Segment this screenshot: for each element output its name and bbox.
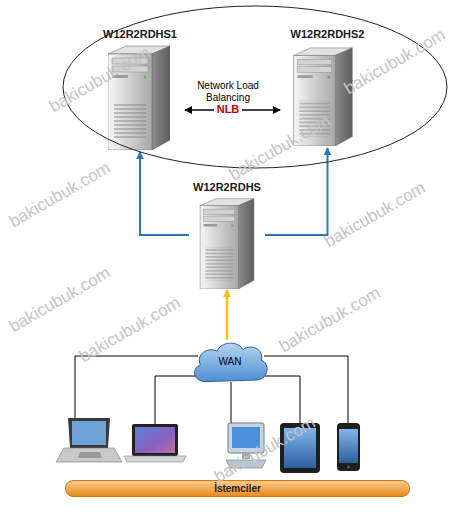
node-label: İstemciler bbox=[214, 483, 261, 495]
text-holder: W12R2RDHS1 bbox=[95, 28, 185, 41]
node-label: Network Load Balancing bbox=[188, 80, 268, 103]
server-icon bbox=[200, 199, 254, 289]
watermark: bakicubuk.com bbox=[226, 111, 334, 185]
text-holder: İstemciler bbox=[66, 481, 409, 496]
watermark: bakicubuk.com bbox=[211, 413, 319, 487]
node-label: W12R2RDHS2 bbox=[291, 28, 365, 41]
desktop-icon bbox=[226, 423, 266, 468]
wan-cloud: WAN bbox=[190, 340, 270, 384]
watermark: bakicubuk.com bbox=[6, 263, 114, 337]
cloud-outline bbox=[195, 343, 268, 381]
watermark: bakicubuk.com bbox=[46, 43, 154, 117]
server-box: W12R2RDHS1 bbox=[95, 26, 185, 152]
node-label: W12R2RDHS bbox=[193, 181, 261, 194]
text-holder: W12R2RDHS bbox=[189, 181, 265, 194]
connector bbox=[140, 152, 189, 235]
server-icon bbox=[294, 48, 352, 146]
clients-band: İstemciler bbox=[65, 480, 410, 497]
phone-icon bbox=[337, 423, 360, 471]
nlb-cluster: Network Load BalancingNLB W12R2RDHS1 W12R2… bbox=[62, 5, 448, 169]
text-holder: WAN bbox=[190, 340, 270, 384]
acronym-label: NLB bbox=[214, 103, 243, 116]
watermark: bakicubuk.com bbox=[321, 178, 429, 252]
macbook-icon bbox=[124, 424, 186, 462]
tablet-icon bbox=[280, 423, 320, 473]
watermark: bakicubuk.com bbox=[6, 158, 114, 232]
node-label: WAN bbox=[219, 356, 242, 368]
text-holder: W12R2RDHS2 bbox=[280, 28, 375, 41]
cluster-ellipse bbox=[63, 6, 447, 168]
laptop-icon bbox=[56, 418, 122, 462]
watermark: bakicubuk.com bbox=[76, 293, 184, 367]
node-label: W12R2RDHS1 bbox=[103, 28, 177, 41]
server-box: W12R2RDHS2 bbox=[280, 26, 375, 148]
watermark: bakicubuk.com bbox=[276, 283, 384, 357]
server-icon bbox=[108, 46, 170, 150]
text-holder: Network Load BalancingNLB bbox=[188, 80, 268, 116]
connector bbox=[226, 290, 229, 340]
connector bbox=[265, 148, 328, 235]
server-box: W12R2RDHS bbox=[189, 179, 265, 290]
